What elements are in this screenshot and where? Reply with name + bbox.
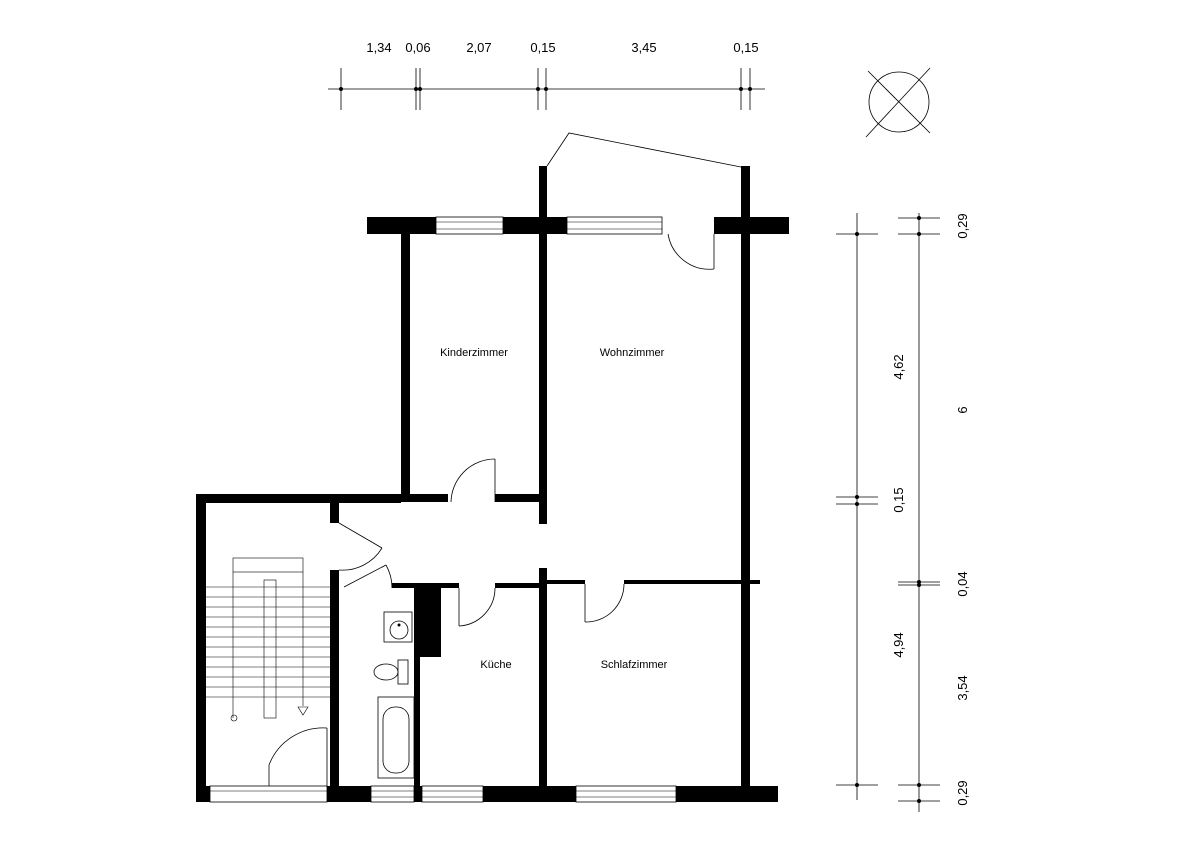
balcony-outline — [546, 132, 747, 169]
bathroom-fixtures — [373, 611, 415, 779]
dim-right-outer-3: 0,04 — [955, 571, 970, 596]
washbasin-icon — [383, 611, 413, 643]
top-dimension-chain: 1,34 0,06 2,07 0,15 3,45 0,15 — [328, 40, 765, 110]
dim-top-1: 1,34 — [366, 40, 391, 55]
north-arrow-icon — [865, 67, 931, 138]
walls — [196, 166, 789, 802]
dim-right-inner-3: 4,94 — [891, 632, 906, 657]
dim-top-5: 3,45 — [631, 40, 656, 55]
room-label-schlafzimmer: Schlafzimmer — [601, 659, 668, 671]
windows — [209, 216, 677, 803]
dim-right-outer-1: 0,29 — [955, 213, 970, 238]
dim-top-2: 0,06 — [405, 40, 430, 55]
room-labels: Kinderzimmer Wohnzimmer Küche Schlafzimm… — [440, 347, 668, 671]
dim-top-4: 0,15 — [530, 40, 555, 55]
dim-right-outer-5: 0,29 — [955, 780, 970, 805]
bathtub-icon — [377, 696, 415, 779]
room-label-kinderzimmer: Kinderzimmer — [440, 347, 508, 359]
dim-right-inner-1: 4,62 — [891, 354, 906, 379]
toilet-icon — [373, 659, 409, 685]
room-label-wohnzimmer: Wohnzimmer — [600, 347, 665, 359]
dim-right-inner-2: 0,15 — [891, 487, 906, 512]
dim-right-outer-4: 3,54 — [955, 675, 970, 700]
staircase — [206, 557, 330, 722]
dim-top-6: 0,15 — [733, 40, 758, 55]
right-dimension-chains: 4,62 0,15 4,94 0,29 6 0,04 3,54 0,29 — [836, 213, 970, 812]
room-label-kueche: Küche — [480, 659, 511, 671]
doors — [268, 233, 715, 786]
dim-top-3: 2,07 — [466, 40, 491, 55]
dim-right-outer-2: 6 — [955, 406, 970, 413]
